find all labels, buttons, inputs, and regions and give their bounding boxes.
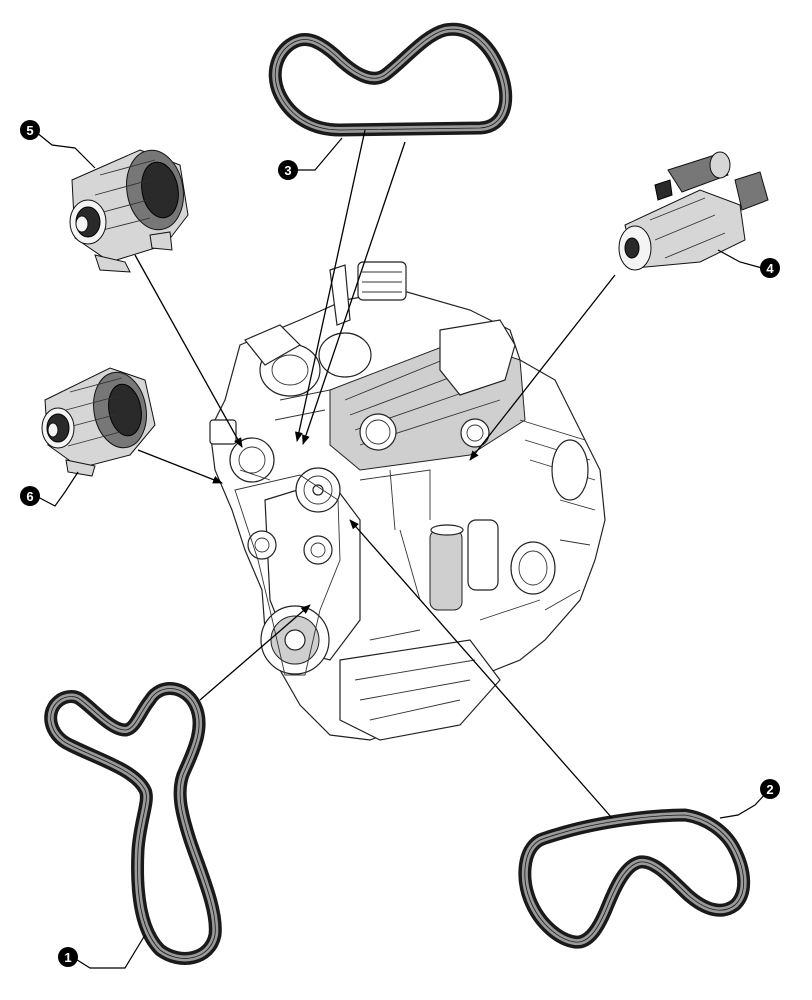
engine-illustration	[209, 261, 606, 741]
leader-alternator-5	[134, 254, 243, 448]
callout-1: 1	[58, 934, 146, 969]
leader-belt-1	[199, 604, 311, 701]
callout-5-label: 5	[26, 123, 33, 138]
leader-starter	[469, 274, 616, 461]
callout-2: 2	[719, 779, 780, 819]
alternator-6-part	[41, 367, 156, 477]
leader-belt-3-a	[295, 129, 366, 442]
callout-3-label: 3	[284, 163, 291, 178]
leader-alternator-6	[137, 449, 223, 484]
belt-3-part	[268, 22, 513, 137]
leader-lines	[134, 129, 616, 819]
leader-belt-3-b	[302, 141, 406, 445]
callout-5: 5	[20, 120, 96, 169]
starter-motor-part	[618, 151, 769, 271]
callout-4-label: 4	[766, 261, 774, 276]
callout-6-label: 6	[26, 489, 33, 504]
callout-2-label: 2	[766, 782, 773, 797]
belt-1-part	[44, 682, 222, 965]
callout-4: 4	[717, 249, 780, 278]
callout-6: 6	[20, 471, 79, 507]
leader-belt-2	[349, 519, 613, 819]
callout-3: 3	[278, 137, 343, 180]
alternator-5-part	[69, 149, 189, 273]
callout-1-label: 1	[64, 950, 71, 965]
belt-2-part	[518, 808, 751, 949]
